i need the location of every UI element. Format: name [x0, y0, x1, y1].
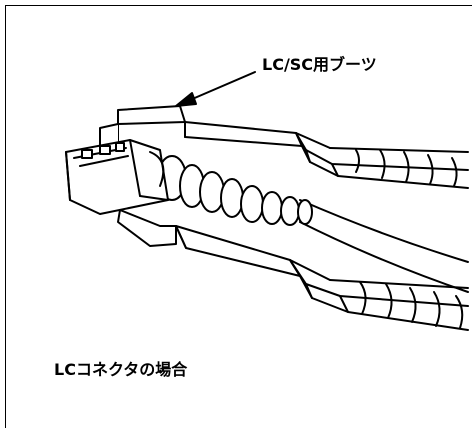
fiber-cable: [299, 199, 469, 293]
lc-connector-body: [65, 139, 169, 215]
connector-type-caption: LCコネクタの場合: [54, 360, 188, 379]
boot-callout-label: LC/SC用ブーツ: [262, 55, 377, 74]
callout-arrow: [175, 71, 256, 107]
lower-boot-arm: [117, 209, 469, 331]
connector-strain-relief: [157, 155, 313, 226]
illustration-frame: [5, 5, 472, 428]
